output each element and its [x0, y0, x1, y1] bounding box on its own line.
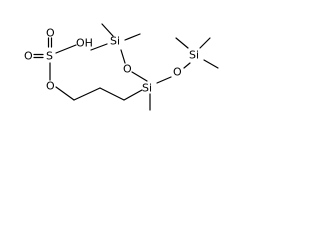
- bond-si-center-o-link2: [156, 76, 172, 84]
- bond-s-oh: [55, 44, 77, 54]
- bond-c2-c3: [99, 87, 125, 101]
- bond-c3-si-center: [123, 89, 143, 101]
- bond-si-top-methyl-1: [101, 23, 114, 37]
- atom-si-right: Si: [189, 49, 199, 62]
- atom-si-top: Si: [110, 35, 120, 48]
- bond-si-right-methyl-2: [199, 37, 211, 49]
- atom-s: S: [46, 50, 53, 63]
- atom-o-link1: O: [123, 63, 132, 76]
- atom-o-top: O: [46, 27, 55, 40]
- bond-si-center-o-link1: [131, 71, 148, 82]
- bond-si-top-methyl-2: [124, 33, 141, 41]
- atom-o-ester: O: [46, 80, 55, 93]
- atom-o-link2: O: [173, 66, 182, 79]
- atom-labels: O O S OH O Si O Si O Si: [24, 27, 199, 95]
- atom-si-center: Si: [142, 82, 152, 95]
- bond-si-right-methyl-3: [203, 59, 219, 69]
- bond-o-c1: [55, 86, 75, 101]
- bond-c1-c2: [73, 87, 101, 101]
- atom-o-left: O: [24, 50, 33, 63]
- bond-si-right-methyl-1: [175, 37, 189, 49]
- atom-oh: OH: [76, 37, 93, 50]
- chemical-structure-diagram: O O S OH O Si O Si O Si: [24, 23, 219, 111]
- bond-o-link2-si-right: [183, 62, 191, 69]
- bond-si-top-methyl-3: [90, 43, 108, 51]
- bonds: [33, 23, 219, 111]
- bond-o-link1-si-top: [120, 49, 126, 64]
